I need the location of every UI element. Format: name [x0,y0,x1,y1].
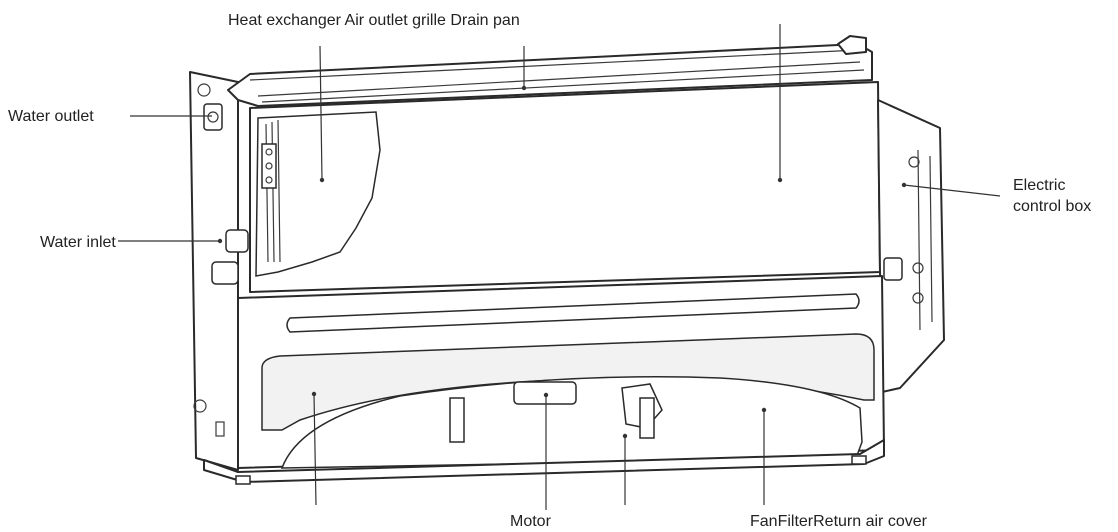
drain-pan [227,43,873,107]
base-foot-left [235,475,251,485]
label-electric: Electric [1013,177,1065,194]
fan-right-blade [639,397,655,439]
leader-return-air-cover-left [313,393,317,506]
left-panel-hole-top [197,83,211,97]
label-motor: Motor [510,513,552,530]
label-water-outlet: Water outlet [8,108,94,125]
control-box-hole [908,156,920,168]
label-fan-filter-return-air-cover: FanFilterReturn air cover [750,513,928,530]
bottom-base [203,439,885,483]
control-box-screw-1 [912,262,924,274]
fan-housing [280,376,863,469]
heat-exchanger-tubes [261,143,277,189]
control-box-inner [917,149,933,331]
tube-bolt-2 [265,162,273,170]
leader-motor-dot [543,392,549,398]
leader-heat-exchanger-dot [319,177,325,183]
motor-body [513,381,577,405]
leader-air-outlet-grille-dot [521,85,527,91]
leader-heat-exchanger [319,45,323,181]
fan-left-blade [449,397,465,443]
leader-water-inlet-dot [217,238,223,244]
tube-bolt-1 [265,148,273,156]
tube-bolt-3 [265,176,273,184]
right-fitting [883,257,903,281]
heat-exchanger [255,111,381,277]
top-mounting-tab [837,35,867,55]
left-panel-hole-bottom [193,399,207,413]
water-inlet-fitting-lower [211,261,239,285]
leader-electric-control-box-dot [901,182,907,188]
leader-return-air-cover-left-dot [311,391,317,397]
labels: Heat exchanger Air outlet grille Drain p… [8,12,1091,530]
label-water-inlet: Water inlet [40,234,116,251]
air-outlet-grille [286,293,860,333]
electric-control-box [877,99,945,393]
leader-lines [118,24,1001,510]
water-outlet-fitting [203,103,223,131]
drain-pan-edge-3 [249,49,859,81]
leader-electric-control-box [903,184,1001,197]
base-foot-right [851,455,867,465]
drain-pan-edge-2 [261,69,865,103]
unit-drawing [189,35,945,485]
left-panel-slot [215,421,225,437]
water-inlet-fitting [225,229,249,253]
label-control-box: control box [1013,198,1091,215]
control-box-screw-2 [912,292,924,304]
leader-drain-pan-dot [777,177,783,183]
water-outlet-fitting-hole [207,111,219,123]
drain-pan-edge-1 [257,61,861,97]
leader-filter-dot [761,407,767,413]
leader-fan-dot [622,433,628,439]
label-top-components: Heat exchanger Air outlet grille Drain p… [228,12,520,29]
